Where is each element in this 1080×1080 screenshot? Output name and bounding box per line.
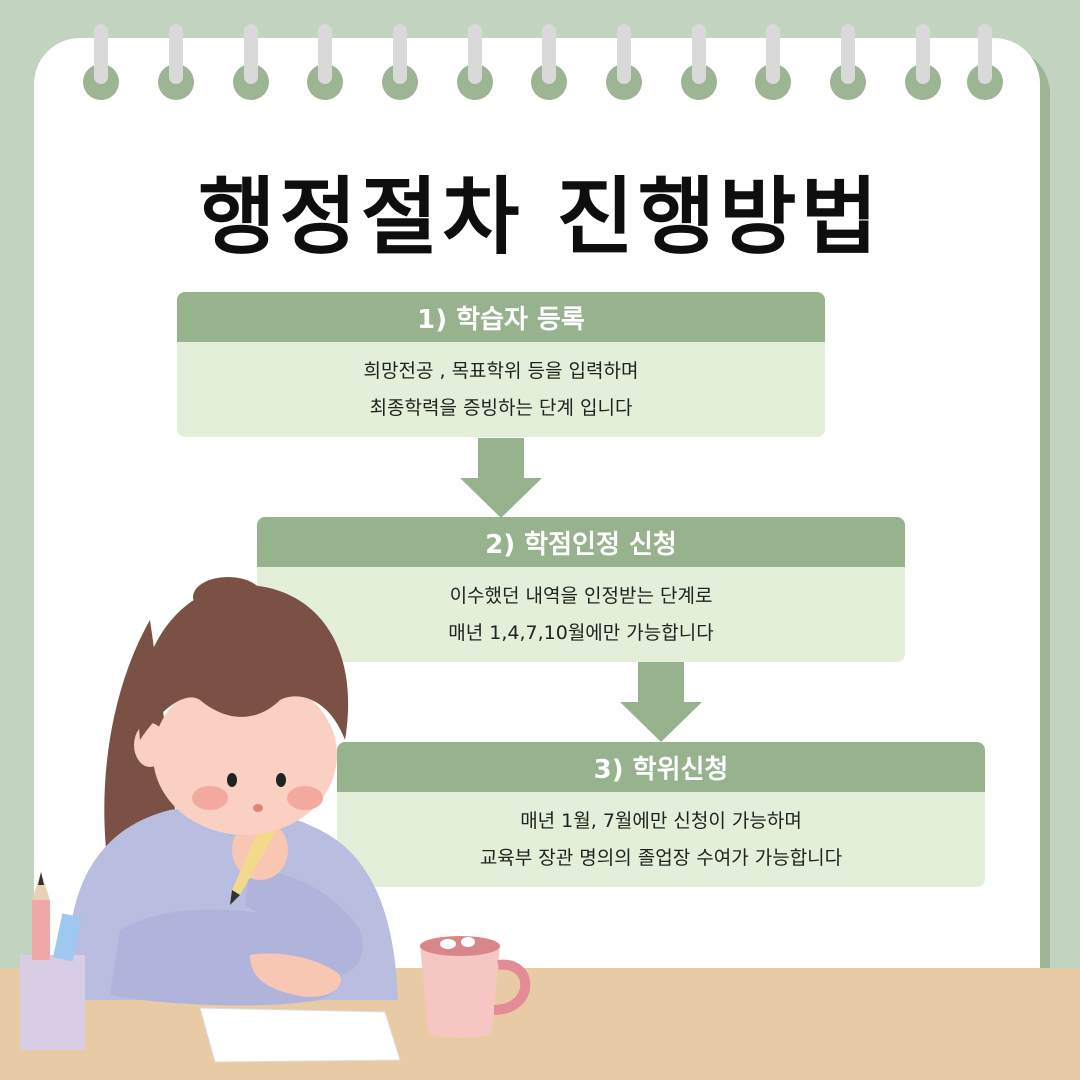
ring-wire — [393, 24, 407, 84]
step-heading: 3) 학위신청 — [337, 742, 985, 792]
step-line: 희망전공 , 목표학위 등을 입력하며 — [363, 359, 639, 382]
ring-wire — [468, 24, 482, 84]
ring-wire — [978, 24, 992, 84]
step-line: 매년 1,4,7,10월에만 가능합니다 — [448, 621, 714, 644]
ring-wire — [244, 24, 258, 84]
step-card-3: 3) 학위신청 매년 1월, 7월에만 신청이 가능하며 교육부 장관 명의의 … — [337, 742, 985, 887]
step-description: 이수했던 내역을 인정받는 단계로 매년 1,4,7,10월에만 가능합니다 — [257, 567, 905, 662]
arrow-down-icon — [460, 438, 542, 518]
ring-wire — [94, 24, 108, 84]
ring-wire — [169, 24, 183, 84]
ring-wire — [916, 24, 930, 84]
ring-wire — [841, 24, 855, 84]
ring-wire — [766, 24, 780, 84]
step-card-1: 1) 학습자 등록 희망전공 , 목표학위 등을 입력하며 최종학력을 증빙하는… — [177, 292, 825, 437]
ring-wire — [692, 24, 706, 84]
step-description: 매년 1월, 7월에만 신청이 가능하며 교육부 장관 명의의 졸업장 수여가 … — [337, 792, 985, 887]
step-heading: 1) 학습자 등록 — [177, 292, 825, 342]
arrow-down-icon — [620, 662, 702, 742]
ring-wire — [542, 24, 556, 84]
step-line: 교육부 장관 명의의 졸업장 수여가 가능합니다 — [479, 846, 843, 869]
step-description: 희망전공 , 목표학위 등을 입력하며 최종학력을 증빙하는 단계 입니다 — [177, 342, 825, 437]
step-line: 매년 1월, 7월에만 신청이 가능하며 — [520, 809, 802, 832]
step-heading: 2) 학점인정 신청 — [257, 517, 905, 567]
step-line: 이수했던 내역을 인정받는 단계로 — [449, 584, 713, 607]
page-title: 행정절차 진행방법 — [198, 168, 882, 266]
step-card-2: 2) 학점인정 신청 이수했던 내역을 인정받는 단계로 매년 1,4,7,10… — [257, 517, 905, 662]
step-line: 최종학력을 증빙하는 단계 입니다 — [369, 396, 633, 419]
ring-wire — [318, 24, 332, 84]
ring-wire — [617, 24, 631, 84]
